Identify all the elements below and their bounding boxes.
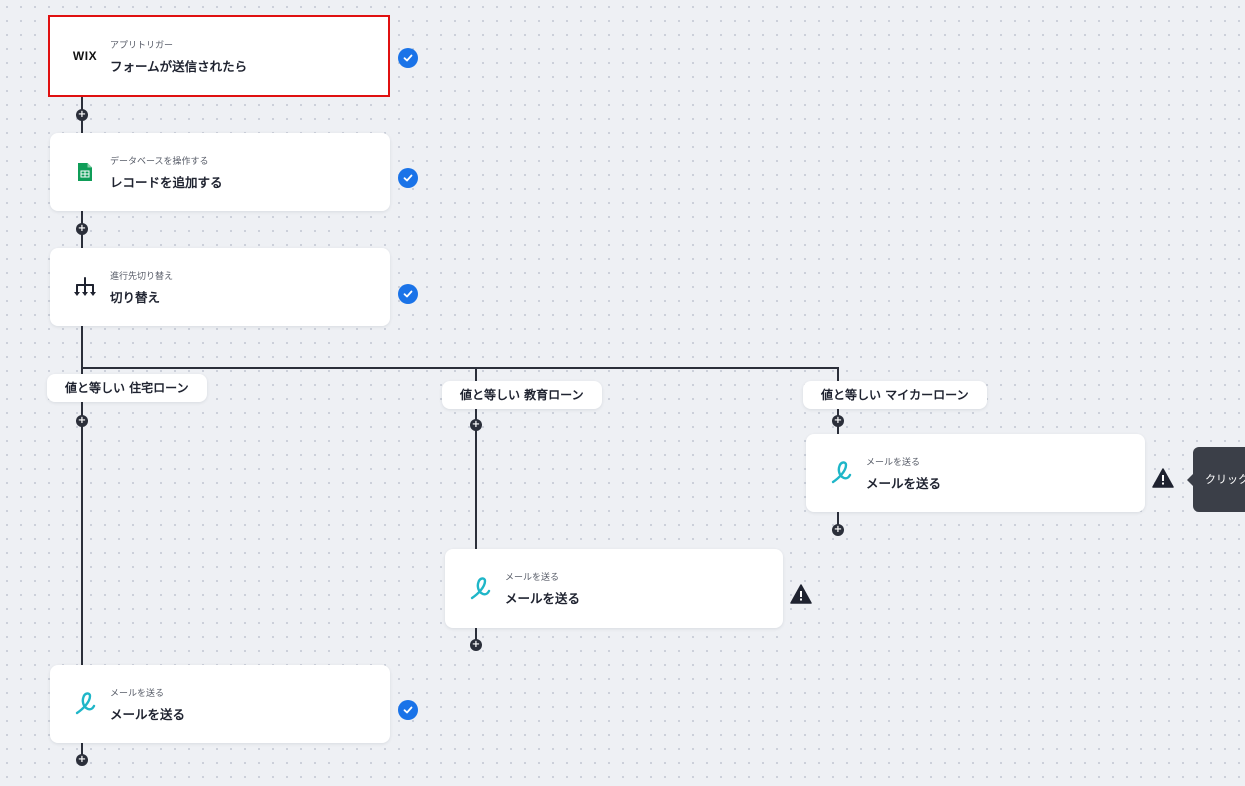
warning-icon [790, 584, 812, 604]
send-mail-card-housing-loan[interactable]: メールを送る メールを送る [50, 665, 390, 743]
add-step-button[interactable]: + [76, 754, 88, 766]
add-step-button[interactable]: + [76, 223, 88, 235]
add-step-button[interactable]: + [76, 109, 88, 121]
add-step-button[interactable]: + [76, 415, 88, 427]
branch-label-education-loan[interactable]: 値と等しい 教育ローン [442, 381, 602, 409]
card-subtitle: 進行先切り替え [110, 271, 174, 282]
tooltip-arrow [1187, 474, 1193, 486]
card-title: メールを送る [505, 591, 581, 606]
mail-icon [824, 456, 858, 490]
card-subtitle: メールを送る [866, 457, 921, 468]
connector-line [475, 367, 477, 381]
card-title: フォームが送信されたら [110, 58, 248, 74]
check-icon [398, 700, 418, 720]
mail-icon [463, 572, 497, 606]
branch-connector-line [81, 367, 838, 369]
card-title: メールを送る [110, 706, 186, 722]
connector-line [837, 367, 839, 381]
card-title: レコードを追加する [110, 174, 223, 190]
wix-logo: WIX [72, 49, 98, 63]
connector-line [837, 512, 839, 529]
add-step-button[interactable]: + [470, 639, 482, 651]
connector-line [475, 628, 477, 644]
connector-line [81, 326, 83, 756]
check-icon [398, 168, 418, 188]
warning-icon [1152, 468, 1174, 488]
branch-icon [68, 270, 102, 304]
card-subtitle: メールを送る [505, 573, 560, 583]
check-icon [398, 48, 418, 68]
add-step-button[interactable]: + [470, 419, 482, 431]
add-step-button[interactable]: + [832, 415, 844, 427]
database-step-card[interactable]: データベースを操作する レコードを追加する [50, 133, 390, 211]
spreadsheet-icon [68, 155, 102, 189]
branch-label-housing-loan[interactable]: 値と等しい 住宅ローン [47, 374, 207, 402]
tooltip: クリック [1193, 447, 1245, 512]
mail-icon [68, 687, 102, 721]
card-title: メールを送る [866, 475, 942, 491]
add-step-button[interactable]: + [832, 524, 844, 536]
switch-step-card[interactable]: 進行先切り替え 切り替え [50, 248, 390, 326]
trigger-card[interactable]: WIX アプリトリガー フォームが送信されたら [48, 15, 390, 97]
card-subtitle: メールを送る [110, 688, 165, 699]
card-subtitle: アプリトリガー [110, 40, 174, 51]
connector-line [475, 408, 477, 549]
check-icon [398, 284, 418, 304]
send-mail-card-education-loan[interactable]: メールを送る メールを送る [445, 549, 783, 628]
branch-label-car-loan[interactable]: 値と等しい マイカーローン [803, 381, 987, 409]
send-mail-card-car-loan[interactable]: メールを送る メールを送る [806, 434, 1145, 512]
card-title: 切り替え [110, 289, 161, 305]
card-subtitle: データベースを操作する [110, 156, 209, 167]
